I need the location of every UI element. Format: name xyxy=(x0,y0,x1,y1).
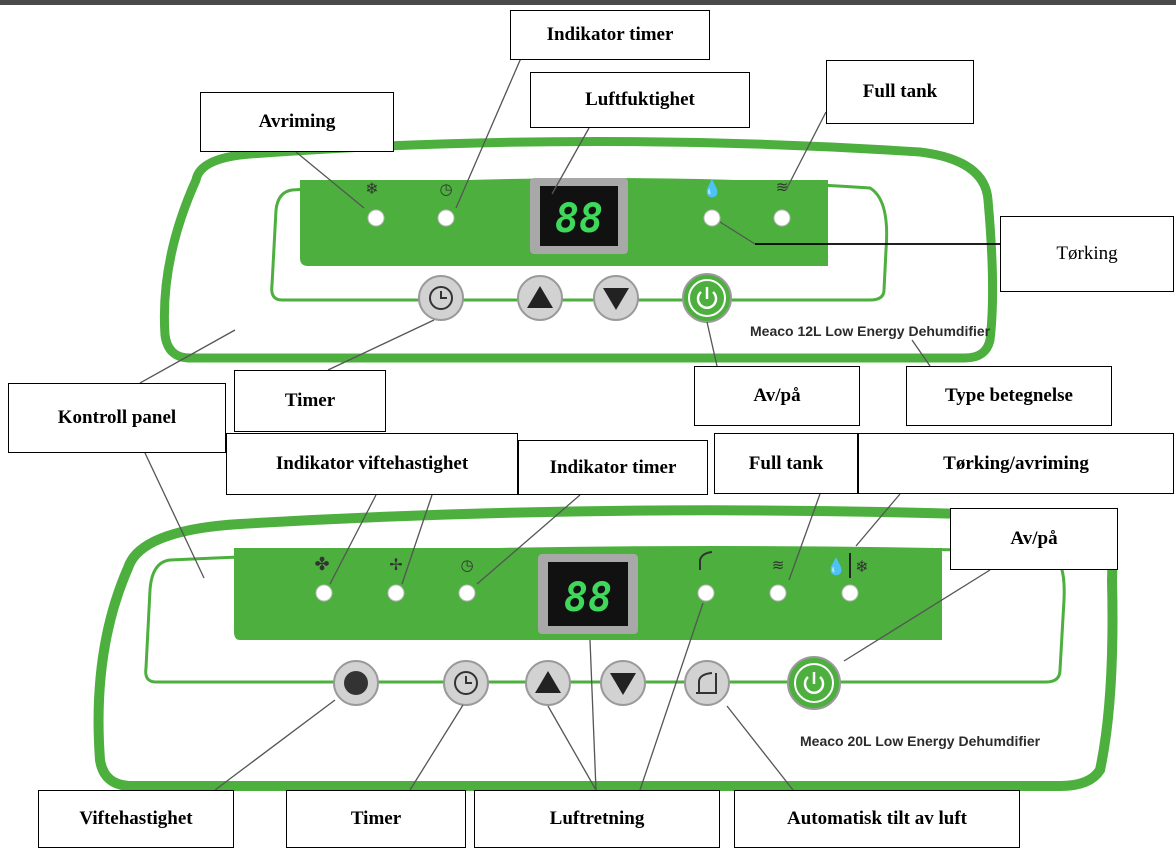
down-arrow-button[interactable] xyxy=(600,660,646,706)
swing-icon xyxy=(699,551,713,570)
fan-low-icon: ✢ xyxy=(389,555,402,574)
drop-icon: 💧 xyxy=(826,557,846,576)
callout-av-pa-top: Av/på xyxy=(694,366,860,426)
callout-viftehastighet: Viftehastighet xyxy=(38,790,234,848)
drop-icon: 💧 xyxy=(702,179,722,198)
timer-indicator xyxy=(458,584,476,602)
timer-button[interactable] xyxy=(443,660,489,706)
clock-icon: ◷ xyxy=(460,556,473,574)
top-control-panel: ❄ ◷ 💧 ≋ 88 Meaco xyxy=(159,136,998,363)
callout-indikator-timer-top: Indikator timer xyxy=(510,10,710,60)
down-arrow-button[interactable] xyxy=(593,275,639,321)
clock-icon: ◷ xyxy=(439,180,452,198)
swing-button[interactable] xyxy=(684,660,730,706)
top-model-name: Meaco 12L Low Energy Dehumdifier xyxy=(750,323,991,339)
humidity-display xyxy=(540,186,618,246)
bottom-control-panel: ✤ ✢ ◷ ≋ 💧 ❄ 88 ✤ xyxy=(93,505,1118,791)
fan-high-icon: ✤ xyxy=(314,554,329,575)
callout-torking-avriming: Tørking/avriming xyxy=(858,433,1174,494)
callout-type-betegnelse: Type betegnelse xyxy=(906,366,1112,426)
fan-low-indicator xyxy=(387,584,405,602)
callout-luftfuktighet: Luftfuktighet xyxy=(530,72,750,128)
callout-indikator-timer-bottom: Indikator timer xyxy=(518,440,708,495)
top-border xyxy=(0,0,1176,5)
callout-full-tank-bottom: Full tank xyxy=(714,433,858,494)
waves-icon: ≋ xyxy=(772,556,785,574)
full-tank-indicator xyxy=(773,209,791,227)
callout-indikator-viftehastighet: Indikator viftehastighet xyxy=(226,433,518,495)
callout-full-tank-top: Full tank xyxy=(826,60,974,124)
snowflake-icon: ❄ xyxy=(855,557,868,576)
callout-timer-bottom: Timer xyxy=(286,790,466,848)
power-button[interactable] xyxy=(787,656,841,710)
waves-icon: ≋ xyxy=(776,178,789,196)
callout-torking: Tørking xyxy=(1000,216,1174,292)
callout-timer-top: Timer xyxy=(234,370,386,432)
full-tank-indicator xyxy=(769,584,787,602)
display-digits: 88 xyxy=(555,196,603,242)
callout-av-pa-bottom: Av/på xyxy=(950,508,1118,570)
svg-text:✤: ✤ xyxy=(349,674,362,693)
fan-high-indicator xyxy=(315,584,333,602)
power-button[interactable] xyxy=(682,273,732,323)
up-arrow-button[interactable] xyxy=(517,275,563,321)
swing-indicator xyxy=(697,584,715,602)
up-arrow-button[interactable] xyxy=(525,660,571,706)
display-digits: 88 xyxy=(564,575,612,621)
drying-defrost-indicator xyxy=(841,584,859,602)
drying-indicator xyxy=(703,209,721,227)
humidity-display xyxy=(548,562,628,626)
snowflake-icon: ❄ xyxy=(365,179,378,198)
callout-avriming: Avriming xyxy=(200,92,394,152)
leader-lines xyxy=(139,57,1000,791)
timer-indicator xyxy=(437,209,455,227)
bottom-model-name: Meaco 20L Low Energy Dehumdifier xyxy=(800,733,1041,749)
callout-automatisk-tilt: Automatisk tilt av luft xyxy=(734,790,1020,848)
defrost-indicator xyxy=(367,209,385,227)
timer-button[interactable] xyxy=(418,275,464,321)
callout-luftretning: Luftretning xyxy=(474,790,720,848)
callout-kontroll-panel: Kontroll panel xyxy=(8,383,226,453)
fan-button[interactable]: ✤ xyxy=(333,660,379,706)
